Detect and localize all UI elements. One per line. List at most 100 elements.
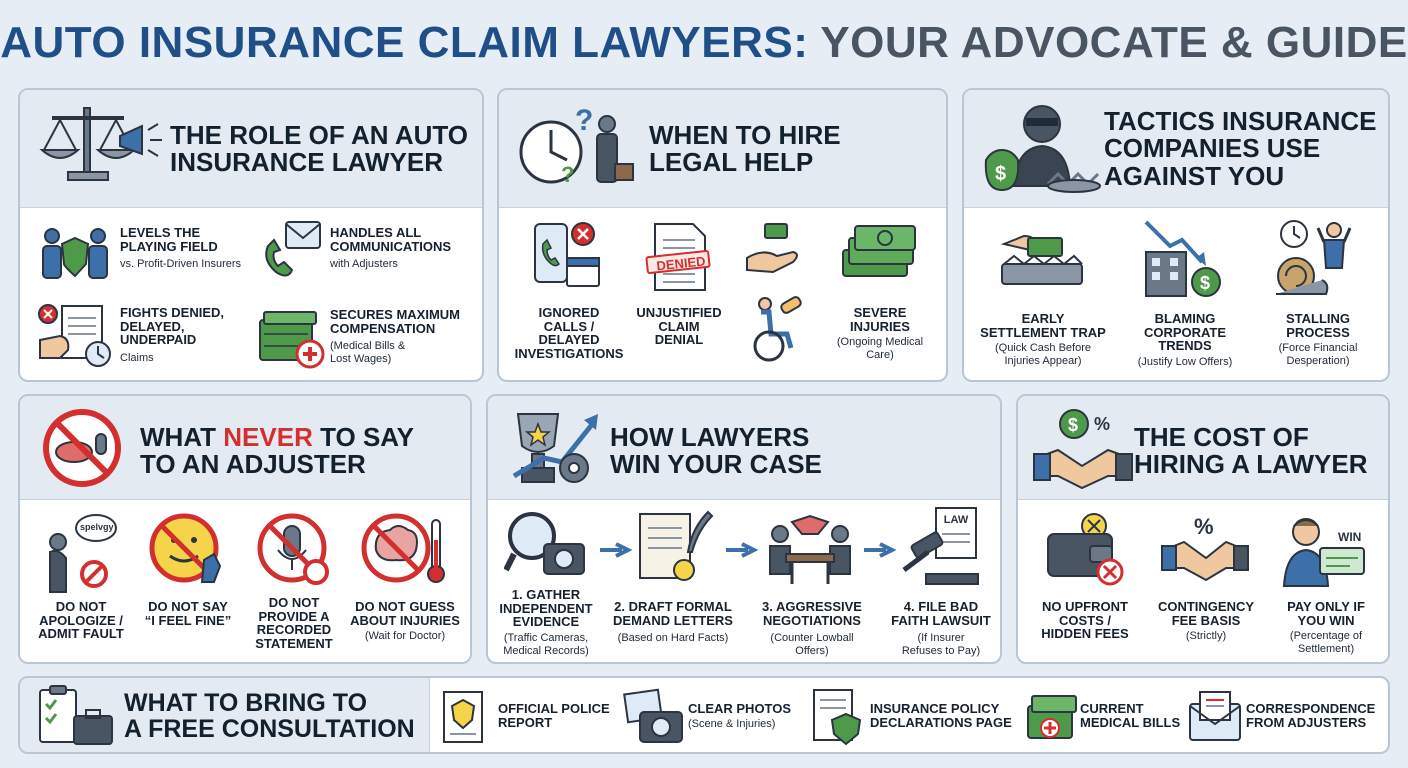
never-item-3-label: DO NOT PROVIDE A RECORDED STATEMENT [255,595,333,651]
law-book-text: LAW [943,514,969,526]
role-item-3-label: FIGHTS DENIED, DELAYED, UNDERPAID [120,305,225,348]
tactics-item-1-sub: (Quick Cash Before Injuries Appear) [995,342,1091,367]
title-part-2: YOUR ADVOCATE & GUIDE [820,18,1408,67]
cost-item-1-label: NO UPFRONT COSTS / HIDDEN FEES [1041,599,1129,642]
bring-item-5-label: CORRESPONDENCE FROM ADJUSTERS [1246,701,1376,730]
money-stack-icon [842,225,916,277]
envelope-icon [1189,691,1241,741]
bring-item-2-sub: (Scene & Injuries) [688,718,776,730]
wheelchair-icon [753,296,802,362]
tactics-item-3-label: STALLING PROCESS [1285,311,1351,340]
people-shield-icon [42,228,108,279]
money-medical-icon [259,311,325,369]
never-item-4-label: DO NOT GUESS ABOUT INJURIES [350,599,460,628]
panel-cost: $ % THE COST OF HIRING A LAWYER NO UPFRO… [1016,394,1390,664]
police-report-icon [443,691,483,743]
bring-item-1-label: OFFICIAL POLICE REPORT [498,701,610,730]
no-brain-icon [361,513,445,583]
panel-cost-title: THE COST OF HIRING A LAWYER [1134,422,1368,480]
svg-text:?: ? [575,104,593,137]
never-title-red: NEVER [223,422,313,452]
no-smile-icon [149,513,222,583]
page-title: AUTO INSURANCE CLAIM LAWYERS: YOUR ADVOC… [0,18,1408,68]
never-item-1-label: DO NOT APOLOGIZE / ADMIT FAULT [38,599,124,642]
cash-trap-icon [1000,234,1083,285]
win-step-1-sub: (Traffic Cameras, Medical Records) [503,632,589,657]
scales-megaphone-icon [39,107,162,181]
policy-shield-icon [813,689,862,746]
win-step-1-label: 1. GATHER INDEPENDENT EVIDENCE [499,587,593,630]
step-arrow-3-icon [864,542,896,558]
win-mark: WIN [1338,530,1362,544]
panel-role: THE ROLE OF AN AUTO INSURANCE LAWYER LEV… [18,88,484,382]
win-step-2-label: 2. DRAFT FORMAL DEMAND LETTERS [613,599,733,628]
role-item-2-sub: with Adjusters [330,258,398,270]
panel-bring-title: WHAT TO BRING TO A FREE CONSULTATION [124,689,415,744]
svg-text:%: % [1094,414,1110,434]
wallet-icon [1047,513,1124,586]
tactics-item-2-label: BLAMING CORPORATE TRENDS [1143,311,1227,354]
handshake-percent-icon [1161,540,1249,582]
scroll-quill-icon [639,510,714,581]
never-title-post: TO SAY TO AN ADJUSTER [140,422,415,480]
panel-never: WHAT NEVER TO SAY TO AN ADJUSTER spelvgy… [18,394,472,664]
checklist-briefcase-icon [39,685,113,745]
bring-item-2-label: CLEAR PHOTOS [688,701,792,716]
clock-person-icon: ? ? [519,104,634,187]
when-item-1-label: IGNORED CALLS / DELAYED INVESTIGATIONS [514,305,624,361]
tactics-item-2-sub: (Justify Low Offers) [1137,356,1233,368]
panel-win: HOW LAWYERS WIN YOUR CASE 1. GATHER INDE… [486,394,1002,664]
when-item-2-label: UNJUSTIFIED CLAIM DENIAL [636,305,722,348]
win-step-4-sub: (If Insurer Refuses to Pay) [901,632,981,657]
apology-icon [49,514,117,593]
svg-text:$: $ [1068,415,1078,435]
win-step-3-sub: (Counter Lowball Offers) [770,632,854,657]
cost-item-2-sub: (Strictly) [1185,630,1227,642]
panel-when-title: WHEN TO HIRE LEGAL HELP [649,120,841,178]
snail-clock-icon [1276,220,1352,295]
role-item-3-sub: Claims [120,352,154,364]
camera-photos-icon [623,688,683,743]
win-step-2-sub: (Based on Hard Facts) [617,632,729,644]
bring-item-4-label: CURRENT MEDICAL BILLS [1080,701,1181,730]
panel-bring: WHAT TO BRING TO A FREE CONSULTATION OFF… [18,676,1390,754]
denied-document-icon [645,223,711,291]
svg-text:?: ? [561,162,574,187]
handshake-dollar-icon: $ % [1033,409,1133,490]
percent-mark: % [1194,514,1214,539]
no-microphone-icon [257,513,329,585]
role-item-4-label: SECURES MAXIMUM COMPENSATION [330,307,461,336]
phone-calendar-icon [534,222,600,287]
no-speaking-icon [43,409,121,487]
denied-claim-icon [38,304,111,367]
panel-win-title: HOW LAWYERS WIN YOUR CASE [610,422,822,480]
negotiation-table-icon [769,514,851,584]
when-item-3-label: SEVERE INJURIES [850,305,910,334]
magnifier-camera-icon [504,512,585,575]
trophy-growth-icon [512,413,598,483]
step-arrow-1-icon [600,542,632,558]
step-arrow-2-icon [726,542,758,558]
apology-bubble-text: spelvgy [80,522,114,532]
role-item-1-label: LEVELS THE PLAYING FIELD [120,225,218,254]
panel-role-title: THE ROLE OF AN AUTO INSURANCE LAWYER [170,120,469,178]
role-item-1-sub: vs. Profit-Driven Insurers [120,258,242,270]
phone-mail-icon [265,221,321,277]
building-decline-icon: $ [1144,220,1221,297]
panel-when: ? ? WHEN TO HIRE LEGAL HELP IGNORED CALL… [497,88,948,382]
cost-item-2-label: CONTINGENCY FEE BASIS [1157,599,1255,628]
person-check-icon [1282,518,1365,587]
gavel-law-icon [902,507,979,585]
win-step-4-label: 4. FILE BAD FAITH LAWSUIT [891,599,991,628]
panel-tactics-title: TACTICS INSURANCE COMPANIES USE AGAINST … [1104,106,1377,191]
bring-item-3-label: INSURANCE POLICY DECLARATIONS PAGE [870,701,1012,730]
when-item-3-sub: (Ongoing Medical Care) [836,336,924,361]
never-item-4-sub: (Wait for Doctor) [364,630,446,642]
panel-never-title: WHAT NEVER TO SAY TO AN ADJUSTER [140,422,415,480]
hand-money-icon [746,223,798,274]
never-item-2-label: DO NOT SAY “I FEEL FINE” [144,599,232,628]
cost-item-3-label: PAY ONLY IF YOU WIN [1287,599,1365,628]
title-part-1: AUTO INSURANCE CLAIM LAWYERS: [0,18,809,67]
panel-tactics: $ TACTICS INSURANCE COMPANIES USE AGAINS… [962,88,1390,382]
never-title-pre: WHAT [140,422,224,452]
